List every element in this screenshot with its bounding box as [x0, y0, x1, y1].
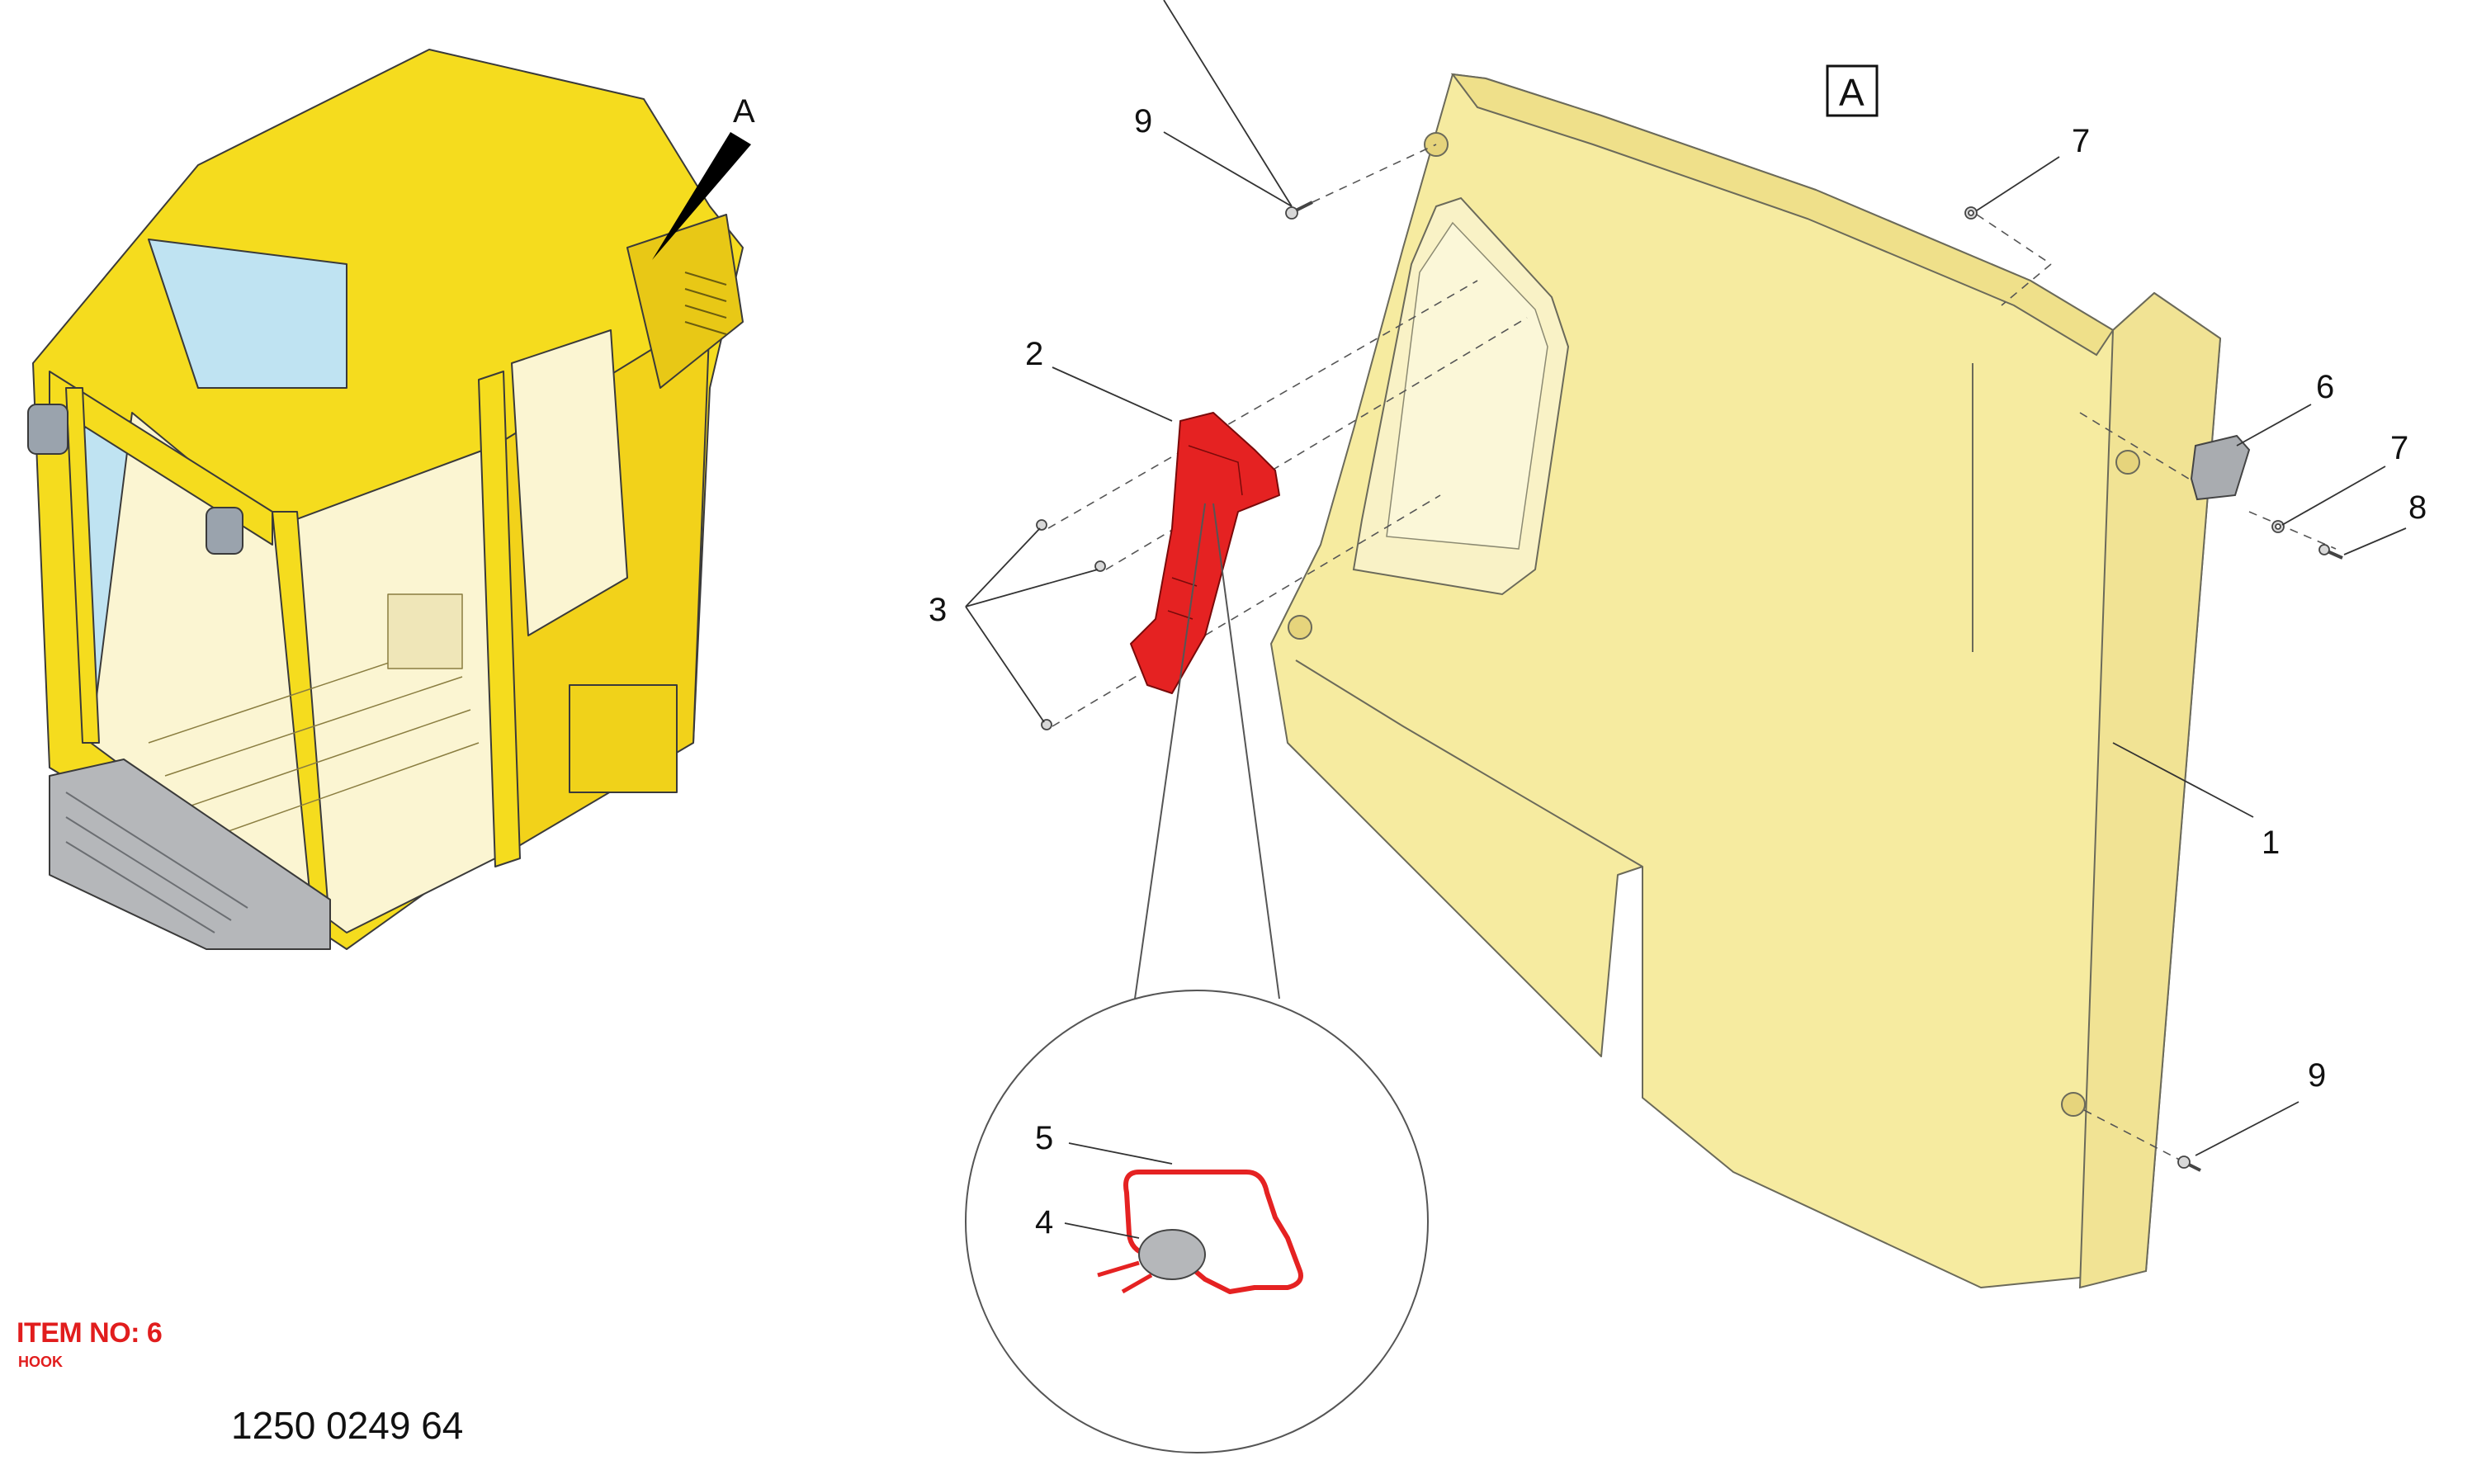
- detail-magnifier: [965, 503, 1429, 1453]
- screw-item-3-upper: [1036, 519, 1047, 531]
- washer-item-7-top: [1964, 206, 1978, 220]
- view-a-frame: [1826, 64, 1879, 117]
- callout-4: 4: [1035, 1204, 1053, 1241]
- view-a-pointer-arrow: [652, 132, 751, 260]
- screw-item-3-middle: [1094, 560, 1106, 572]
- cab-door-window: [511, 329, 628, 636]
- panel-assembly: [1270, 73, 2222, 1289]
- cab-front-frame: [49, 371, 273, 546]
- callout-7-right: 7: [2390, 430, 2408, 466]
- cab-rear-window: [148, 239, 347, 389]
- view-a-pointer-label: A: [733, 93, 755, 130]
- screw-item-8: [2318, 544, 2343, 560]
- panel-bosses: [1288, 132, 2140, 1117]
- washer-item-7-right: [2271, 520, 2285, 533]
- cab-access-panel: [569, 684, 678, 793]
- callout-3: 3: [929, 592, 947, 628]
- panel-side-return: [2078, 291, 2222, 1289]
- cab-mirror-left: [27, 404, 69, 455]
- callout-6: 6: [2316, 369, 2334, 405]
- screw-item-9-bottom: [2177, 1156, 2201, 1172]
- callout-9-bottom: 9: [2308, 1057, 2326, 1094]
- cab-step: [49, 759, 331, 950]
- cab-door-post: [478, 371, 521, 867]
- cab-front-post-left: [65, 387, 100, 744]
- connector-item-4: [1097, 1229, 1206, 1294]
- callout-leaders: [965, 0, 2407, 1239]
- cab-assembly: [27, 49, 744, 950]
- callout-1: 1: [2262, 825, 2280, 861]
- panel-window-glass: [1386, 221, 1548, 550]
- callout-2: 2: [1025, 336, 1043, 372]
- screw-item-9-top: [1285, 201, 1313, 220]
- callout-9-top: 9: [1134, 103, 1152, 139]
- callout-8: 8: [2408, 489, 2427, 526]
- cab-rear-housing: [626, 214, 744, 389]
- panel-lower-edge: [1295, 659, 1643, 867]
- drawing-part-number: 1250 0249 64: [231, 1404, 464, 1447]
- cab-side-vent: [684, 272, 727, 335]
- panel-top-rim: [1450, 73, 2115, 357]
- cab-floor-details: [148, 593, 480, 843]
- item-number-title: ITEM NO: 6: [17, 1317, 163, 1349]
- callout-7-top: 7: [2072, 123, 2090, 159]
- item-name: HOOK: [18, 1354, 63, 1370]
- fasteners: [1036, 201, 2343, 1172]
- cab-step-treads: [65, 792, 248, 933]
- callout-5: 5: [1035, 1120, 1053, 1156]
- cab-mirror-front: [206, 507, 243, 555]
- view-a-label: A: [1839, 71, 1865, 114]
- hook-item-6: [2190, 434, 2251, 501]
- handle-item-2: [1130, 412, 1280, 694]
